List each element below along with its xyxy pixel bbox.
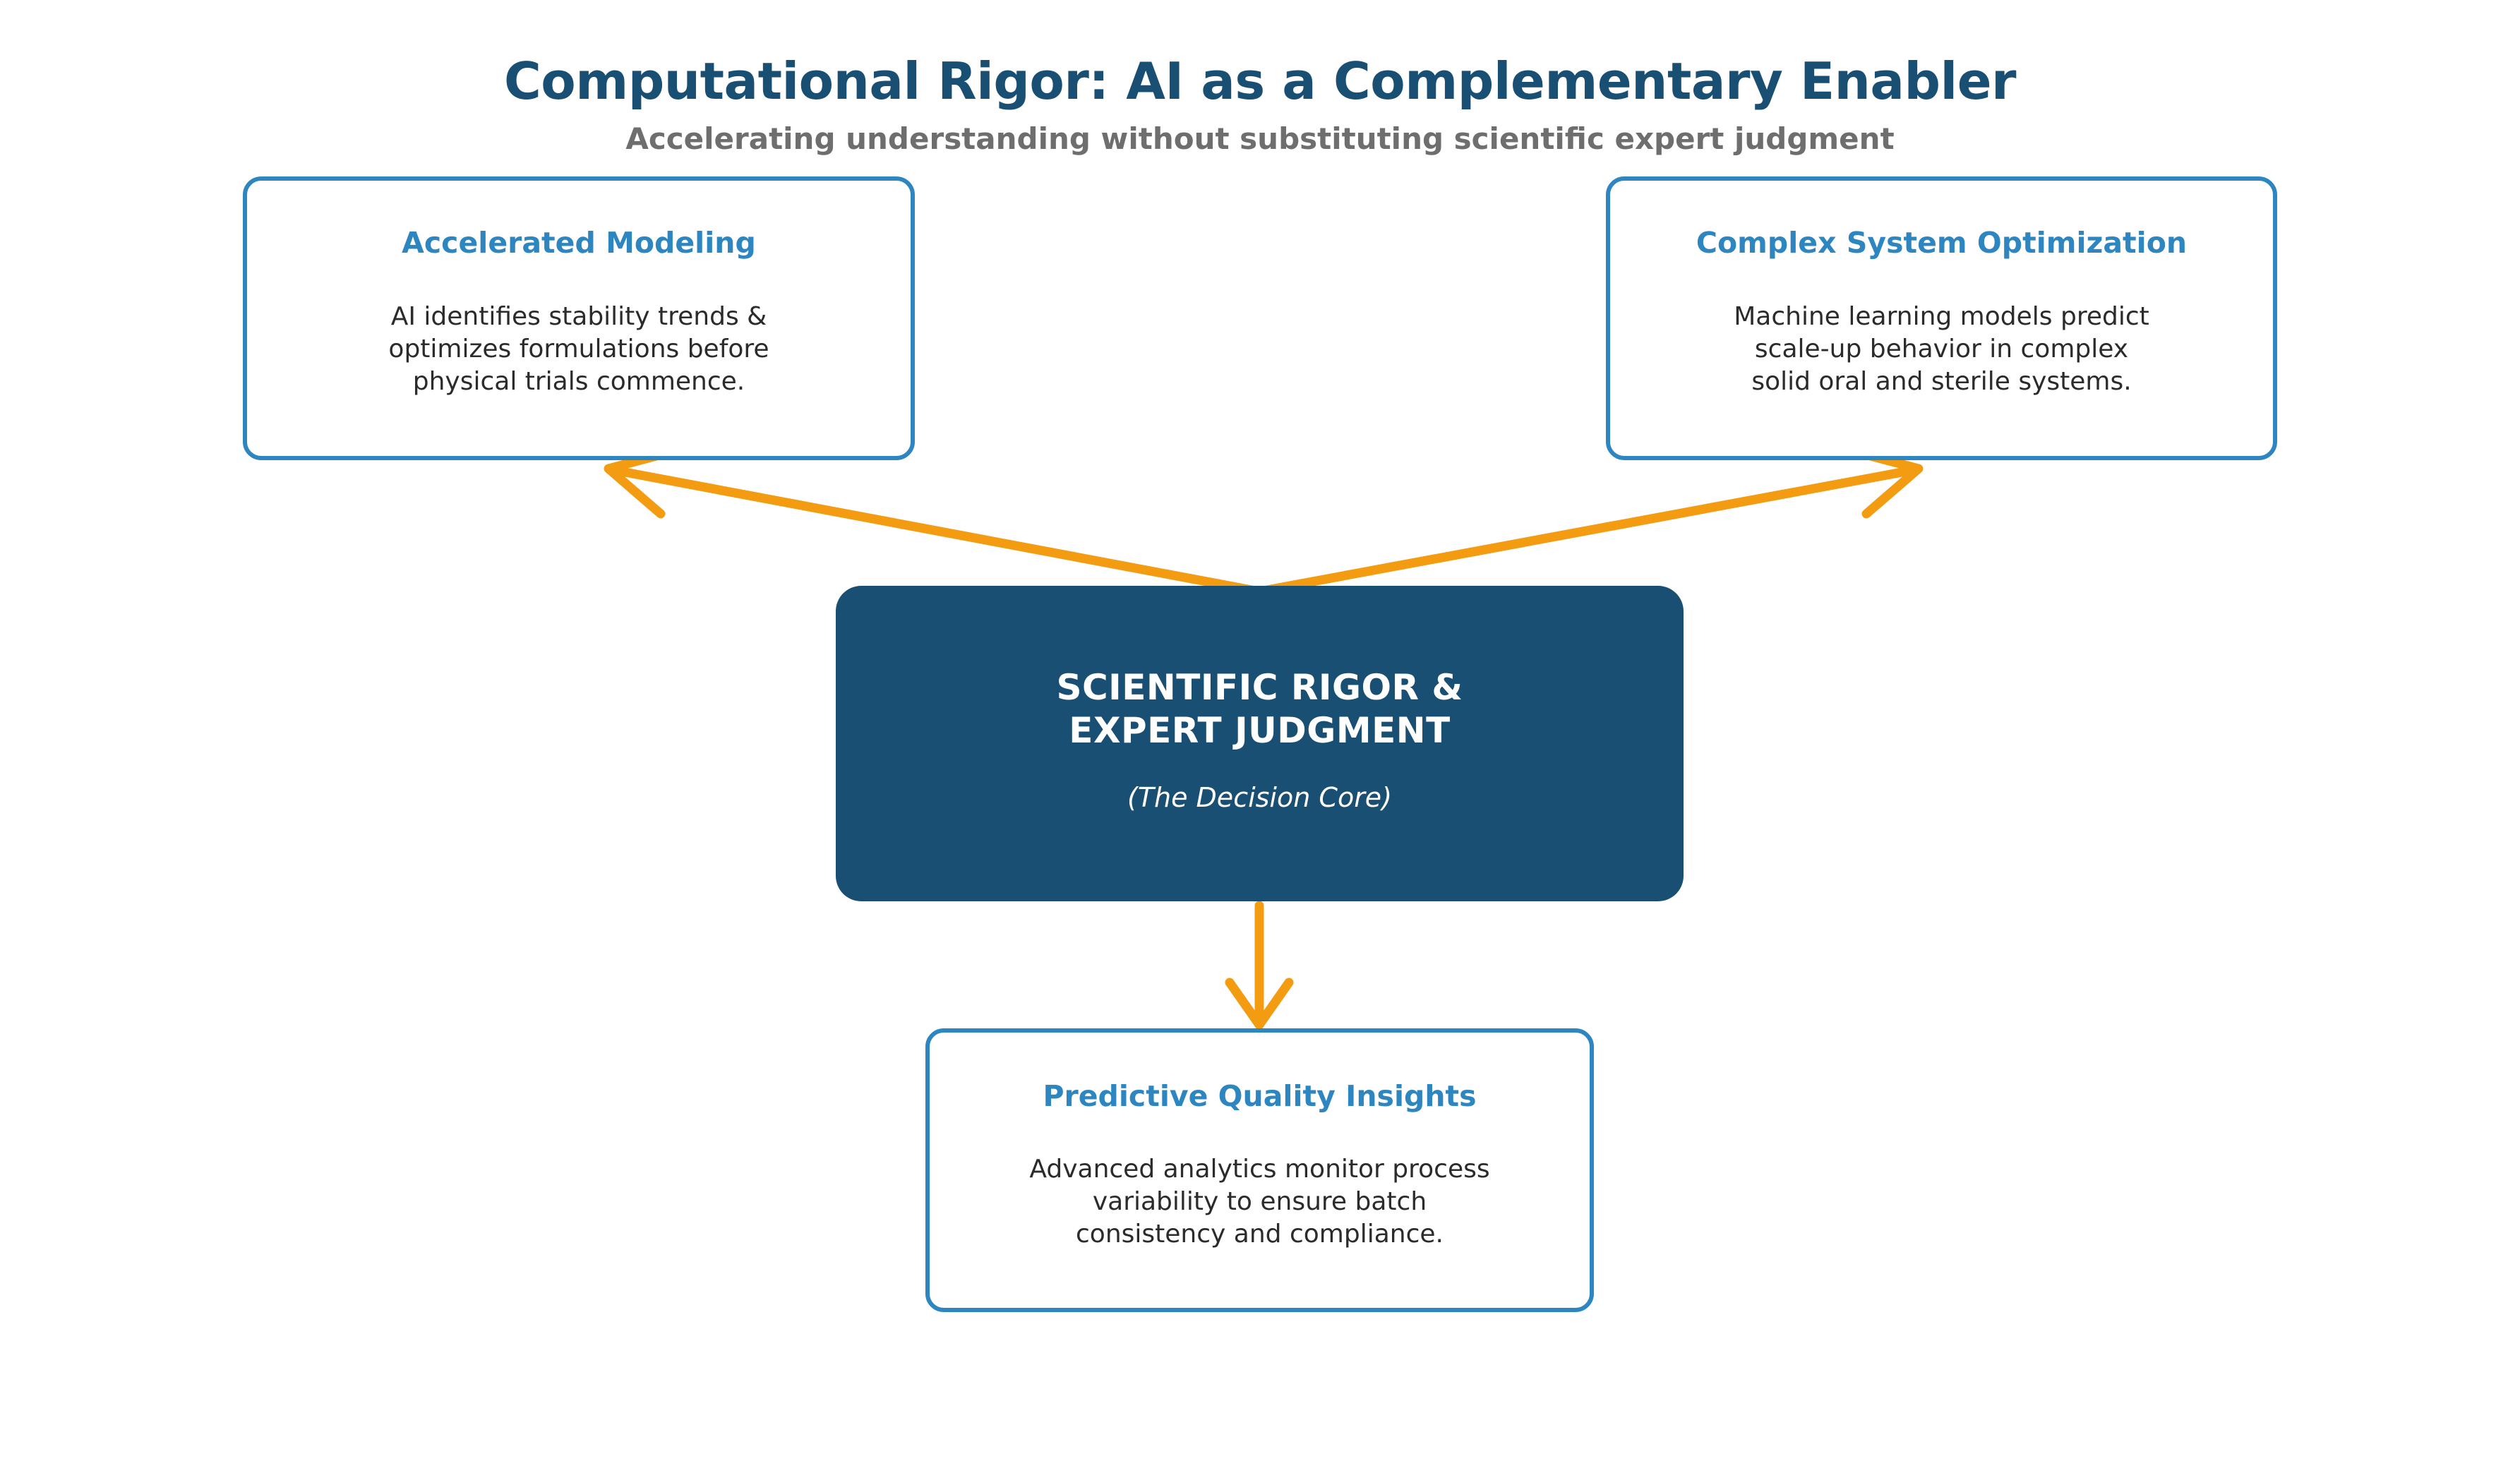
card-complex-system-optimization[interactable]: Complex System Optimization Machine lear… [1606, 176, 2277, 460]
arrow-core-to-complex-system-optimization [1254, 445, 1924, 596]
card-accelerated-modeling[interactable]: Accelerated Modeling AI identifies stabi… [243, 176, 915, 460]
card-predictive-quality-insights[interactable]: Predictive Quality Insights Advanced ana… [925, 1028, 1594, 1312]
card-title-complex-system-optimization: Complex System Optimization [1696, 226, 2188, 260]
card-body-complex-system-optimization: Machine learning models predict scale-up… [1734, 302, 2149, 397]
card-title-accelerated-modeling: Accelerated Modeling [402, 226, 756, 260]
card-body-predictive-quality-insights: Advanced analytics monitor process varia… [1029, 1155, 1490, 1249]
core-node-subtitle: (The Decision Core) [1127, 782, 1393, 813]
arrow-core-to-predictive-quality-insights [1225, 901, 1294, 1030]
card-body-accelerated-modeling: AI identifies stability trends & optimiz… [388, 302, 769, 397]
page-title: Computational Rigor: AI as a Complementa… [503, 52, 2017, 111]
core-node-scientific-rigor[interactable]: SCIENTIFIC RIGOR & EXPERT JUDGMENT (The … [836, 586, 1684, 901]
core-node-title: SCIENTIFIC RIGOR & EXPERT JUDGMENT [1056, 667, 1463, 751]
page-subtitle: Accelerating understanding without subst… [625, 121, 1895, 156]
card-title-predictive-quality-insights: Predictive Quality Insights [1043, 1079, 1477, 1113]
arrow-core-to-accelerated-modeling [604, 445, 1264, 596]
